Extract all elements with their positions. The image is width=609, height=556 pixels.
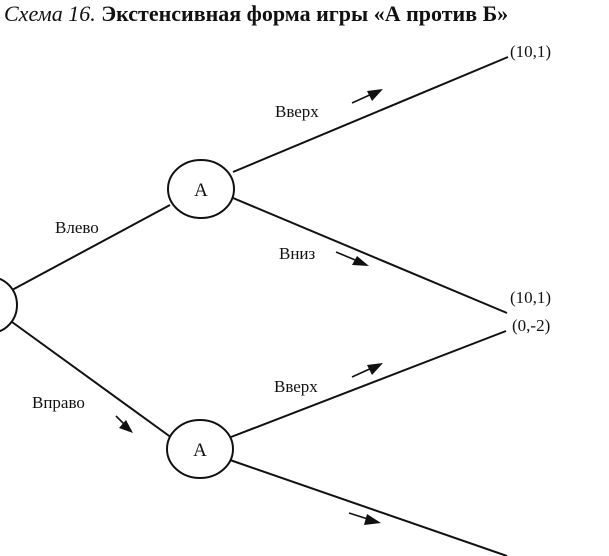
- label-right: Вправо: [32, 393, 85, 412]
- edge-upper-down: [232, 197, 508, 314]
- edge-right: [11, 321, 173, 439]
- arrow-lower-up: [351, 363, 383, 378]
- arrow-lower-down: [348, 512, 381, 525]
- payoff-upper-up: (10,1): [510, 42, 551, 61]
- label-upper-down: Вниз: [279, 244, 316, 263]
- caption-title: Экстенсивная форма игры «А против Б»: [101, 1, 509, 26]
- diagram-caption: Схема 16. Экстенсивная форма игры «А про…: [4, 0, 508, 28]
- edge-left: [11, 204, 171, 291]
- edge-lower-down: [229, 459, 508, 556]
- lower-decision-node: А: [166, 419, 234, 479]
- arrow-upper-down: [335, 251, 369, 266]
- payoff-lower-up: (0,-2): [512, 316, 550, 335]
- label-left: Влево: [55, 218, 99, 237]
- edge-upper-up: [232, 56, 509, 173]
- lower-node-label: А: [193, 440, 207, 461]
- edge-lower-up: [230, 330, 507, 438]
- label-lower-up: Вверх: [274, 377, 318, 396]
- upper-decision-node: А: [167, 159, 235, 219]
- upper-node-label: А: [194, 180, 208, 201]
- caption-label: Схема 16.: [4, 1, 96, 26]
- payoff-upper-down: (10,1): [510, 288, 551, 307]
- arrow-upper-up: [351, 89, 383, 104]
- label-upper-up: Вверх: [275, 102, 319, 121]
- arrow-right: [115, 415, 133, 433]
- root-node: [0, 277, 18, 333]
